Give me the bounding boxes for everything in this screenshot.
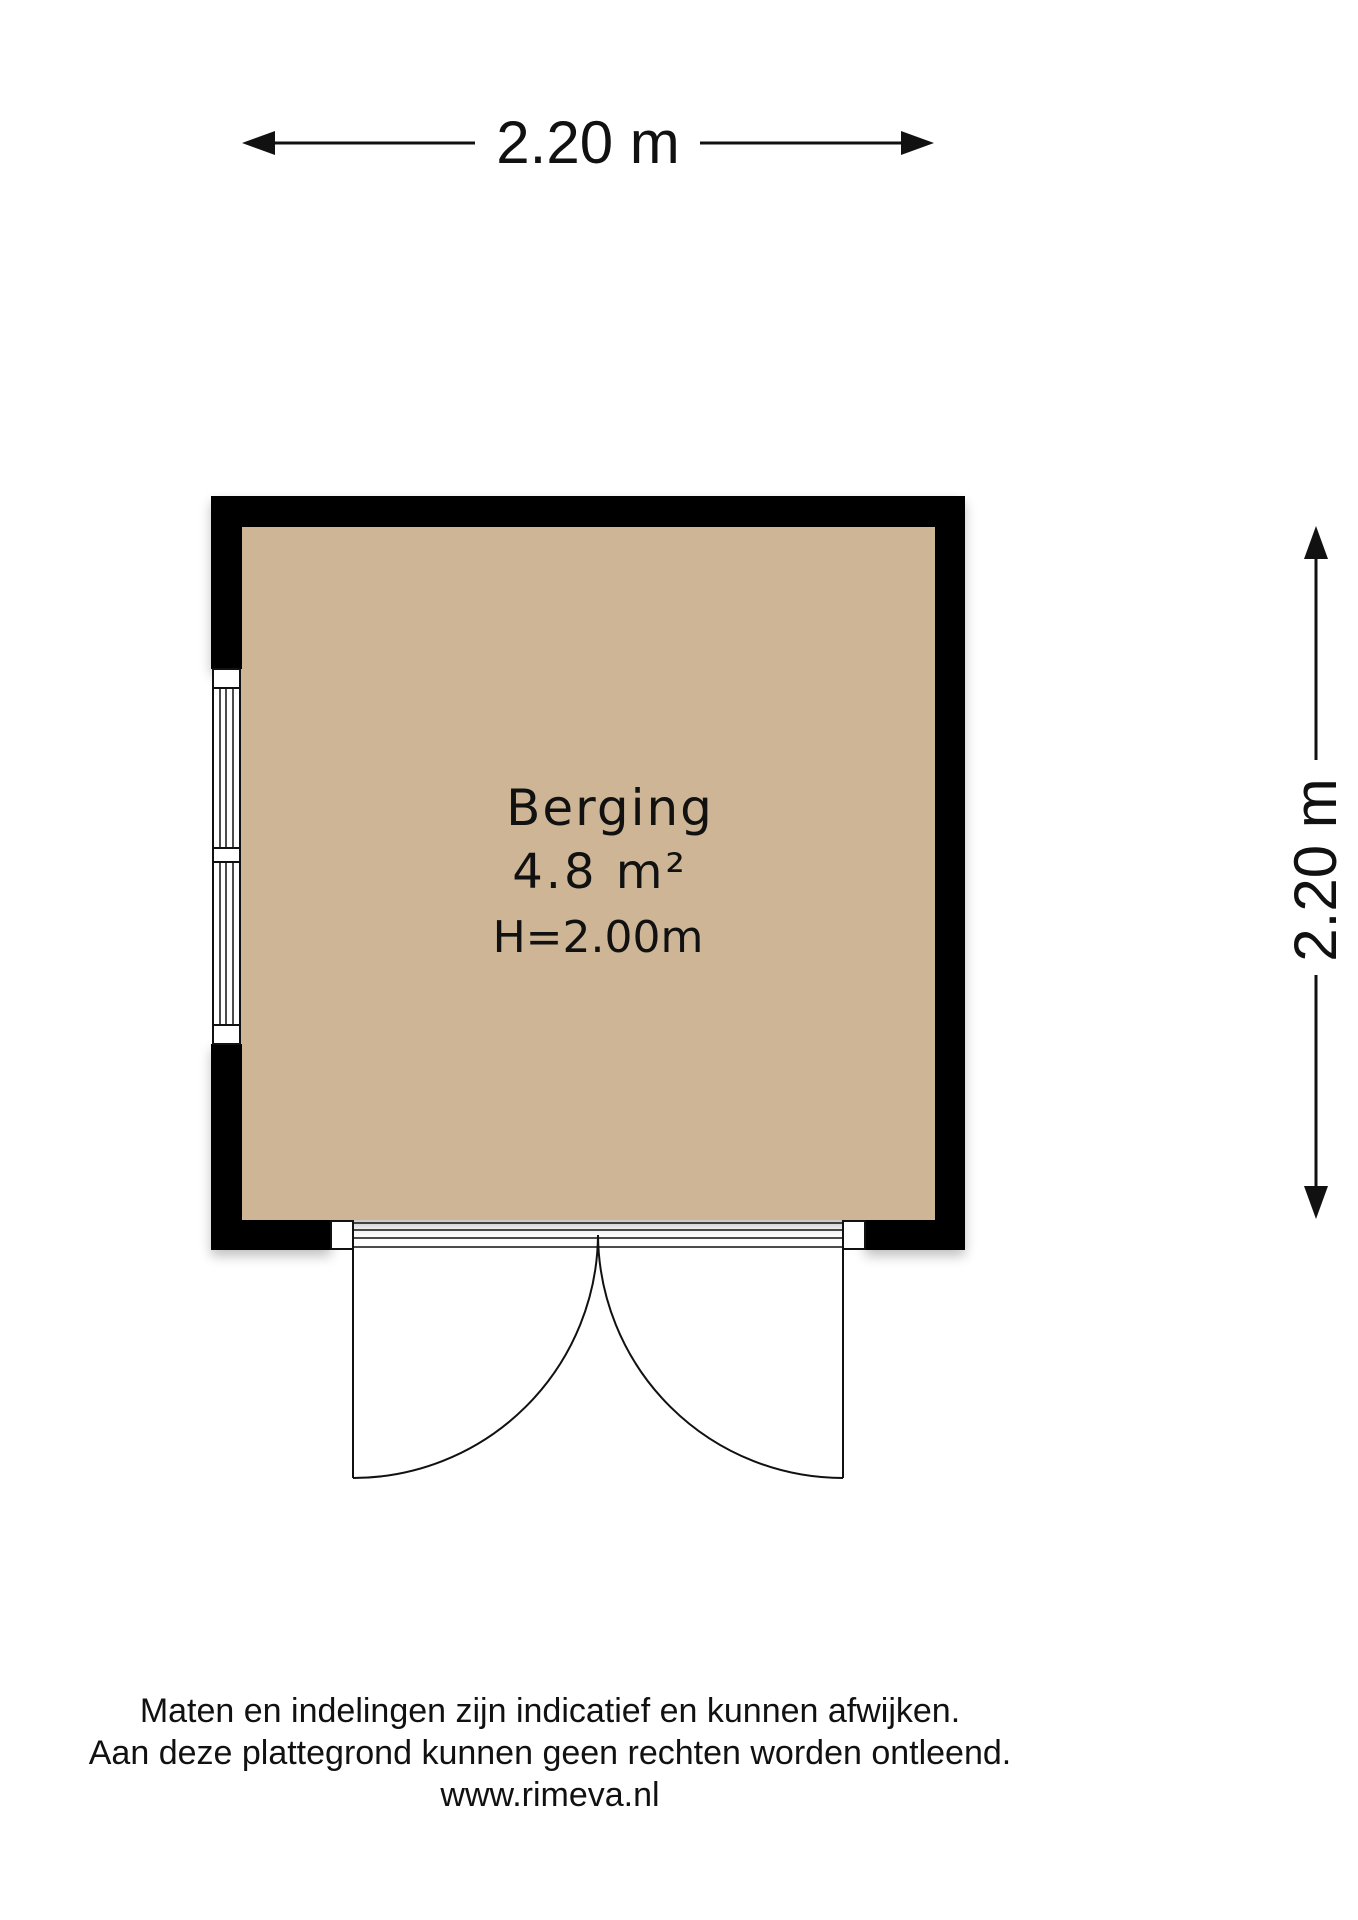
disclaimer-line-2: Aan deze plattegrond kunnen geen rechten… (88, 1734, 1012, 1772)
disclaimer: Maten en indelingen zijn indicatief en k… (0, 1690, 1100, 1816)
door-frame-right (842, 1220, 866, 1250)
width-arrow-left-icon (242, 131, 275, 155)
room-name: Berging (506, 779, 714, 837)
room-floor (230, 525, 935, 1220)
height-arrow-bottom-icon (1304, 1186, 1328, 1219)
window-sill-bottom (212, 1024, 241, 1045)
height-dimension: 2.20 m (1282, 526, 1349, 1219)
door-swing-left (352, 1234, 599, 1479)
door-swing-right (597, 1234, 844, 1479)
wall-right (935, 496, 965, 1250)
room-area: 4.8 m² (512, 844, 688, 900)
window-left (212, 668, 241, 1045)
door-frame-left (330, 1220, 354, 1250)
wall-left-lower (211, 1044, 242, 1250)
room-height: H=2.00m (493, 912, 704, 963)
wall-bottom-right (865, 1220, 965, 1250)
height-arrow-top-icon (1304, 526, 1328, 559)
window-sill-top (212, 668, 241, 689)
window-mullion (212, 847, 241, 863)
width-arrow-right-icon (901, 131, 934, 155)
room (211, 496, 965, 1250)
website-link[interactable]: www.rimeva.nl (440, 1776, 660, 1814)
double-door (330, 1220, 866, 1479)
width-dimension: 2.20 m (242, 109, 934, 176)
wall-left-upper (211, 496, 242, 669)
height-dimension-label: 2.20 m (1282, 778, 1349, 961)
wall-bottom-left (211, 1220, 331, 1250)
width-dimension-label: 2.20 m (496, 109, 679, 176)
disclaimer-line-1: Maten en indelingen zijn indicatief en k… (139, 1692, 961, 1730)
wall-top (211, 496, 965, 527)
